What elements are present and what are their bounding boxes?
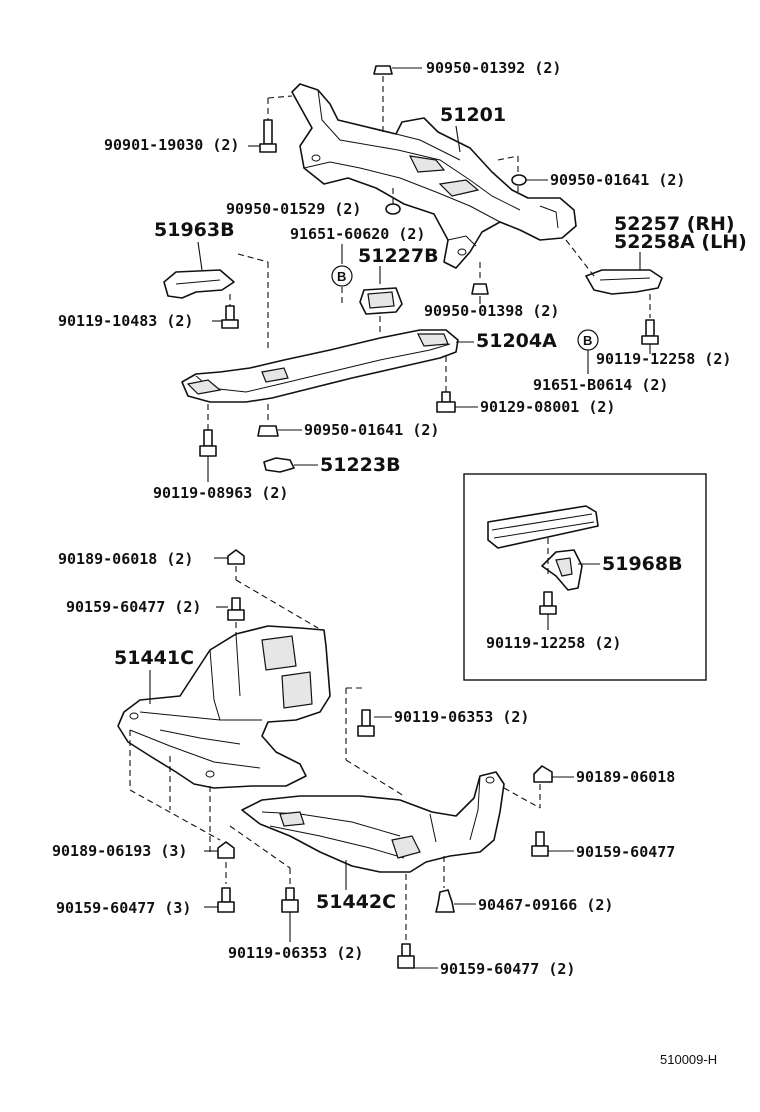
label-51227B: 51227B [358,245,439,267]
label-90901-19030: 90901-19030 (2) [104,136,239,154]
cover-51441C [117,625,331,789]
label-90159-60477-bottom: 90159-60477 (2) [440,960,575,978]
nut-90950-01529: 90950-01529 (2) [226,188,401,218]
label-90189-06193: 90189-06193 (3) [52,842,187,860]
nut-90950-01392: 90950-01392 (2) [373,59,561,134]
bolt-90119-06353-right: 90119-06353 (2) [345,687,529,797]
bolt-90159-60477-bottom: 90159-60477 (2) [397,874,575,978]
nut-90189-06018-left: 90189-06018 (2) [58,549,319,629]
label-90189-06018-right: 90189-06018 [576,768,675,786]
stopper-51223B: 51223B [263,454,401,476]
bolt-90159-60477-left: 90159-60477 (3) [56,887,235,917]
inset-detail: 51968B 90119-12258 (2) [463,473,707,681]
clip-90467-09166: 90467-09166 (2) [435,856,613,914]
label-51204A: 51204A [476,330,557,352]
label-90159-60477-left: 90159-60477 (3) [56,899,191,917]
label-90159-60477-upper: 90159-60477 (2) [66,598,201,616]
label-52258A: 52258A (LH) [614,231,747,253]
nut-90950-01398: 90950-01398 (2) [424,262,559,320]
label-90950-01641-upper: 90950-01641 (2) [550,171,685,189]
label-90950-01392: 90950-01392 (2) [426,59,561,77]
bolt-90119-12258-right: 90119-12258 (2) [596,319,731,368]
nut-90189-06018-right: 90189-06018 [503,765,675,809]
label-51441C: 51441C [114,647,194,669]
label-51223B: 51223B [320,454,401,476]
label-51963B: 51963B [154,219,235,241]
bolt-90129-08001: 90129-08001 (2) [436,356,615,416]
label-90119-10483: 90119-10483 (2) [58,312,193,330]
nut-90950-01641-upper: 90950-01641 (2) [497,155,685,196]
label-90189-06018-left: 90189-06018 (2) [58,550,193,568]
marker-b-right: B [577,329,599,351]
bolt-90159-60477-upper: 90159-60477 (2) [66,597,245,636]
marker-b-left: B [331,265,353,287]
bolt-90119-10483: 90119-10483 (2) [58,305,239,330]
mount-51227B [359,287,403,336]
label-90129-08001: 90129-08001 (2) [480,398,615,416]
label-90119-06353-lower: 90119-06353 (2) [228,944,363,962]
nut-90189-06193: 90189-06193 (3) [52,841,235,884]
crossmember-51204A [181,329,459,403]
diagram-reference-code: 510009-H [660,1052,717,1067]
bolt-90901-19030: 90901-19030 (2) [104,95,293,154]
label-91651-60620: 91651-60620 (2) [290,225,425,243]
label-90467-09166: 90467-09166 (2) [478,896,613,914]
label-90950-01398: 90950-01398 (2) [424,302,559,320]
label-90119-12258-inset: 90119-12258 (2) [486,634,621,652]
bracket-51963B [163,253,269,350]
nut-90950-01641-lower: 90950-01641 (2) [257,404,439,439]
crossmember-51201 [291,83,577,269]
cover-51442C [241,771,505,873]
svg-text:B: B [583,333,592,348]
label-51201: 51201 [440,104,506,126]
bolt-90119-08963: 90119-08963 (2) [153,404,288,502]
bolt-90159-60477-right: 90159-60477 [531,831,675,861]
label-51442C: 51442C [316,891,396,913]
bracket-52257-52258A [565,239,663,318]
label-91651-B0614: 91651-B0614 (2) [533,376,668,394]
label-51968B: 51968B [602,553,683,575]
label-90119-12258-right: 90119-12258 (2) [596,350,731,368]
label-52257: 52257 (RH) [614,213,735,235]
svg-text:B: B [337,269,346,284]
bolt-90119-06353-lower: 90119-06353 (2) [228,868,363,962]
label-90119-06353-right: 90119-06353 (2) [394,708,529,726]
label-90119-08963: 90119-08963 (2) [153,484,288,502]
label-90950-01641-lower: 90950-01641 (2) [304,421,439,439]
label-90159-60477-right: 90159-60477 [576,843,675,861]
label-90950-01529: 90950-01529 (2) [226,200,361,218]
